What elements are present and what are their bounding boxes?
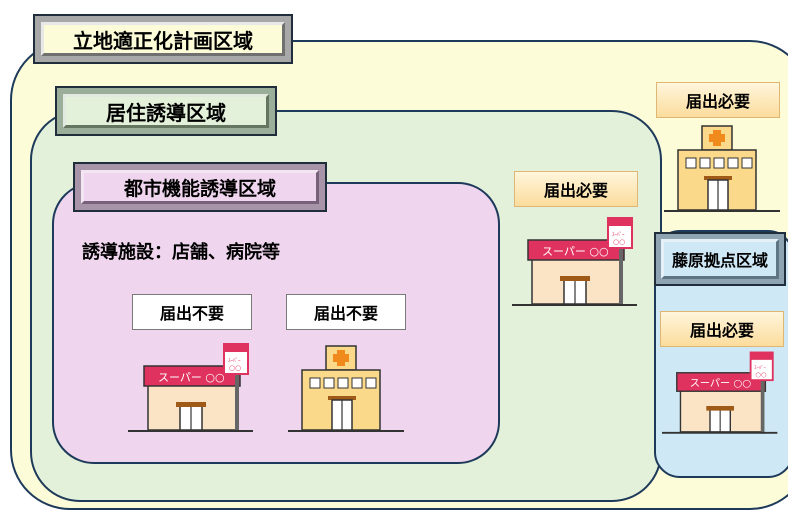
hospital-icon — [664, 125, 780, 212]
fujiwara-hub-label: 藤原拠点区域 — [654, 232, 786, 286]
svg-text:○○: ○○ — [229, 364, 241, 372]
plan-hospital-notice-tag: 届出必要 — [656, 82, 780, 118]
fujiwara-store-notice-tag: 届出必要 — [660, 311, 784, 347]
urban-store-notice-tag: 届出不要 — [132, 294, 252, 330]
fujiwara-hub-label-text: 藤原拠点区域 — [661, 239, 779, 279]
svg-text:○○: ○○ — [613, 238, 625, 246]
store-sign-text: スーパー ○○ — [158, 371, 225, 384]
residential-store-notice-tag: 届出必要 — [514, 171, 638, 207]
svg-text:ｽｰﾊﾟｰ: ｽｰﾊﾟｰ — [612, 231, 625, 238]
urban-hospital-notice-tag: 届出不要 — [286, 294, 406, 330]
urban-function-induction-label-text: 都市機能誘導区域 — [81, 170, 319, 204]
supermarket-icon: スーパー ○○ ｽｰﾊﾟｰ ○○ — [512, 217, 637, 306]
location-plan-label: 立地適正化計画区域 — [33, 14, 293, 64]
store-sign-text: スーパー ○○ — [690, 378, 751, 390]
store-sign-text: スーパー ○○ — [542, 245, 609, 258]
urban-function-induction-label: 都市機能誘導区域 — [73, 162, 327, 212]
svg-text:○○: ○○ — [755, 370, 767, 378]
svg-text:ｽｰﾊﾟｰ: ｽｰﾊﾟｰ — [754, 364, 766, 371]
urban-function-induction-area — [52, 182, 500, 464]
induction-facilities-text: 誘導施設：店舗、病院等 — [82, 242, 280, 263]
residential-induction-label-text: 居住誘導区域 — [63, 94, 269, 128]
supermarket-icon: スーパー ○○ ｽｰﾊﾟｰ ○○ — [128, 343, 253, 432]
location-plan-label-text: 立地適正化計画区域 — [41, 22, 285, 56]
supermarket-icon: スーパー ○○ ｽｰﾊﾟｰ ○○ — [662, 351, 778, 434]
svg-text:ｽｰﾊﾟｰ: ｽｰﾊﾟｰ — [228, 357, 241, 364]
hospital-icon — [288, 345, 404, 432]
residential-induction-label: 居住誘導区域 — [55, 86, 277, 136]
